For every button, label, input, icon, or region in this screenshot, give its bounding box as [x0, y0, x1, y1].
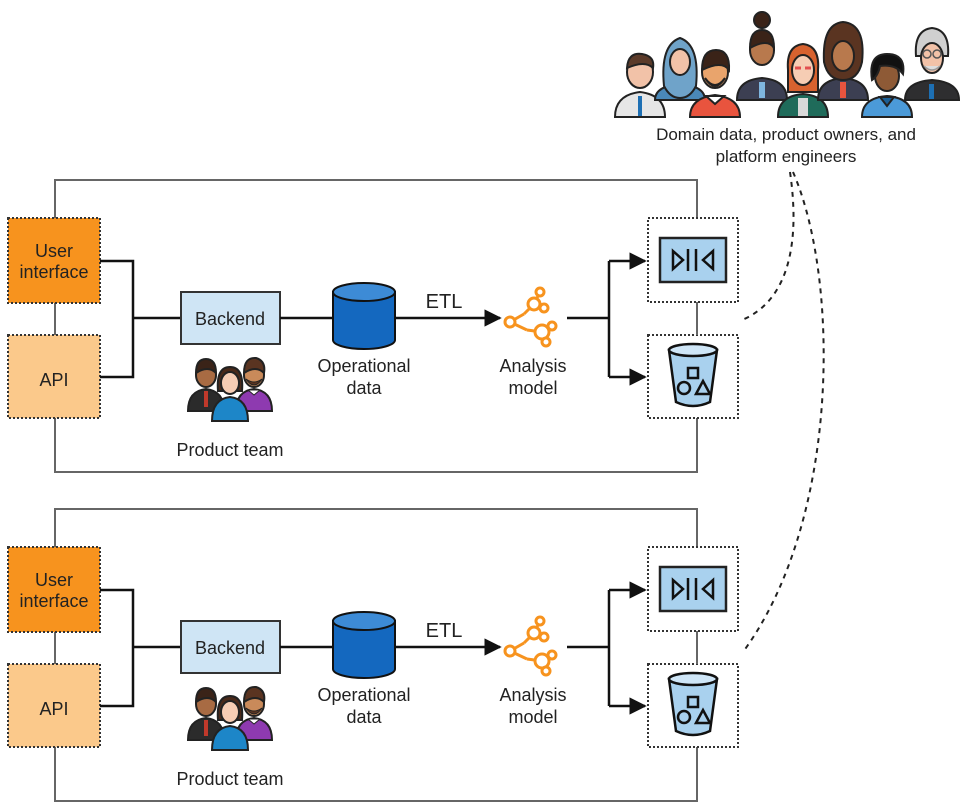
- user-interface-label-line1: User: [35, 570, 73, 590]
- operational-data-icon: [332, 282, 396, 350]
- product-team-label: Product team: [176, 440, 283, 460]
- analysis-model-label-line1: Analysis: [499, 685, 566, 705]
- dashed-link-domain-2: [742, 171, 825, 653]
- stakeholder-avatar: [688, 48, 742, 118]
- product-team-icon: [186, 685, 274, 751]
- analysis-model-icon: [503, 286, 558, 348]
- connector-analysis-split: [567, 590, 611, 706]
- connector-ui-api-backend: [100, 588, 181, 708]
- connector-analysis-split: [567, 261, 611, 377]
- user-interface-label-line1: User: [35, 241, 73, 261]
- operational-data-label-line1: Operational: [317, 356, 410, 376]
- data-stream-icon: [658, 236, 728, 284]
- backend-label: Backend: [195, 638, 265, 658]
- stakeholder-avatar: [903, 26, 961, 101]
- stakeholder-avatar: [653, 36, 707, 101]
- backend-box: Backend: [180, 620, 281, 674]
- output-port-bucket: [647, 663, 739, 748]
- stakeholders-label-line2: platform engineers: [716, 147, 857, 166]
- stakeholder-avatar: [613, 52, 667, 118]
- operational-data-label-line1: Operational: [317, 685, 410, 705]
- storage-bucket-icon: [667, 342, 719, 408]
- user-interface-label-line2: interface: [19, 262, 88, 282]
- etl-label: ETL: [426, 291, 463, 313]
- stakeholders-label-line1: Domain data, product owners, and: [656, 125, 916, 144]
- stakeholder-avatar: [860, 52, 914, 118]
- connector-ui-api-backend: [100, 259, 181, 379]
- stakeholders-group: Domain data, product owners, and platfor…: [613, 11, 961, 166]
- data-stream-icon: [658, 565, 728, 613]
- operational-data-icon: [332, 611, 396, 679]
- backend-box: Backend: [180, 291, 281, 345]
- product-team-label: Product team: [176, 769, 283, 789]
- api-box: API: [7, 663, 101, 748]
- api-box: API: [7, 334, 101, 419]
- analysis-model-label-line2: model: [508, 378, 557, 398]
- operational-data-label-line2: data: [346, 707, 382, 727]
- backend-label: Backend: [195, 309, 265, 329]
- analysis-model-label-line2: model: [508, 707, 557, 727]
- stakeholder-avatar: [816, 20, 870, 101]
- api-label: API: [39, 699, 68, 719]
- stakeholder-avatar: [735, 11, 789, 101]
- storage-bucket-icon: [667, 671, 719, 737]
- product-team-icon: [186, 356, 274, 422]
- output-port-stream: [647, 217, 739, 303]
- stakeholder-avatar: [776, 42, 830, 118]
- output-port-stream: [647, 546, 739, 632]
- analysis-model-icon: [503, 615, 558, 677]
- etl-label: ETL: [426, 620, 463, 642]
- api-label: API: [39, 370, 68, 390]
- stakeholder-avatars: [613, 11, 961, 118]
- analysis-model-label-line1: Analysis: [499, 356, 566, 376]
- operational-data-label-line2: data: [346, 378, 382, 398]
- user-interface-label-line2: interface: [19, 591, 88, 611]
- output-port-bucket: [647, 334, 739, 419]
- dashed-link-domain-1: [741, 171, 795, 321]
